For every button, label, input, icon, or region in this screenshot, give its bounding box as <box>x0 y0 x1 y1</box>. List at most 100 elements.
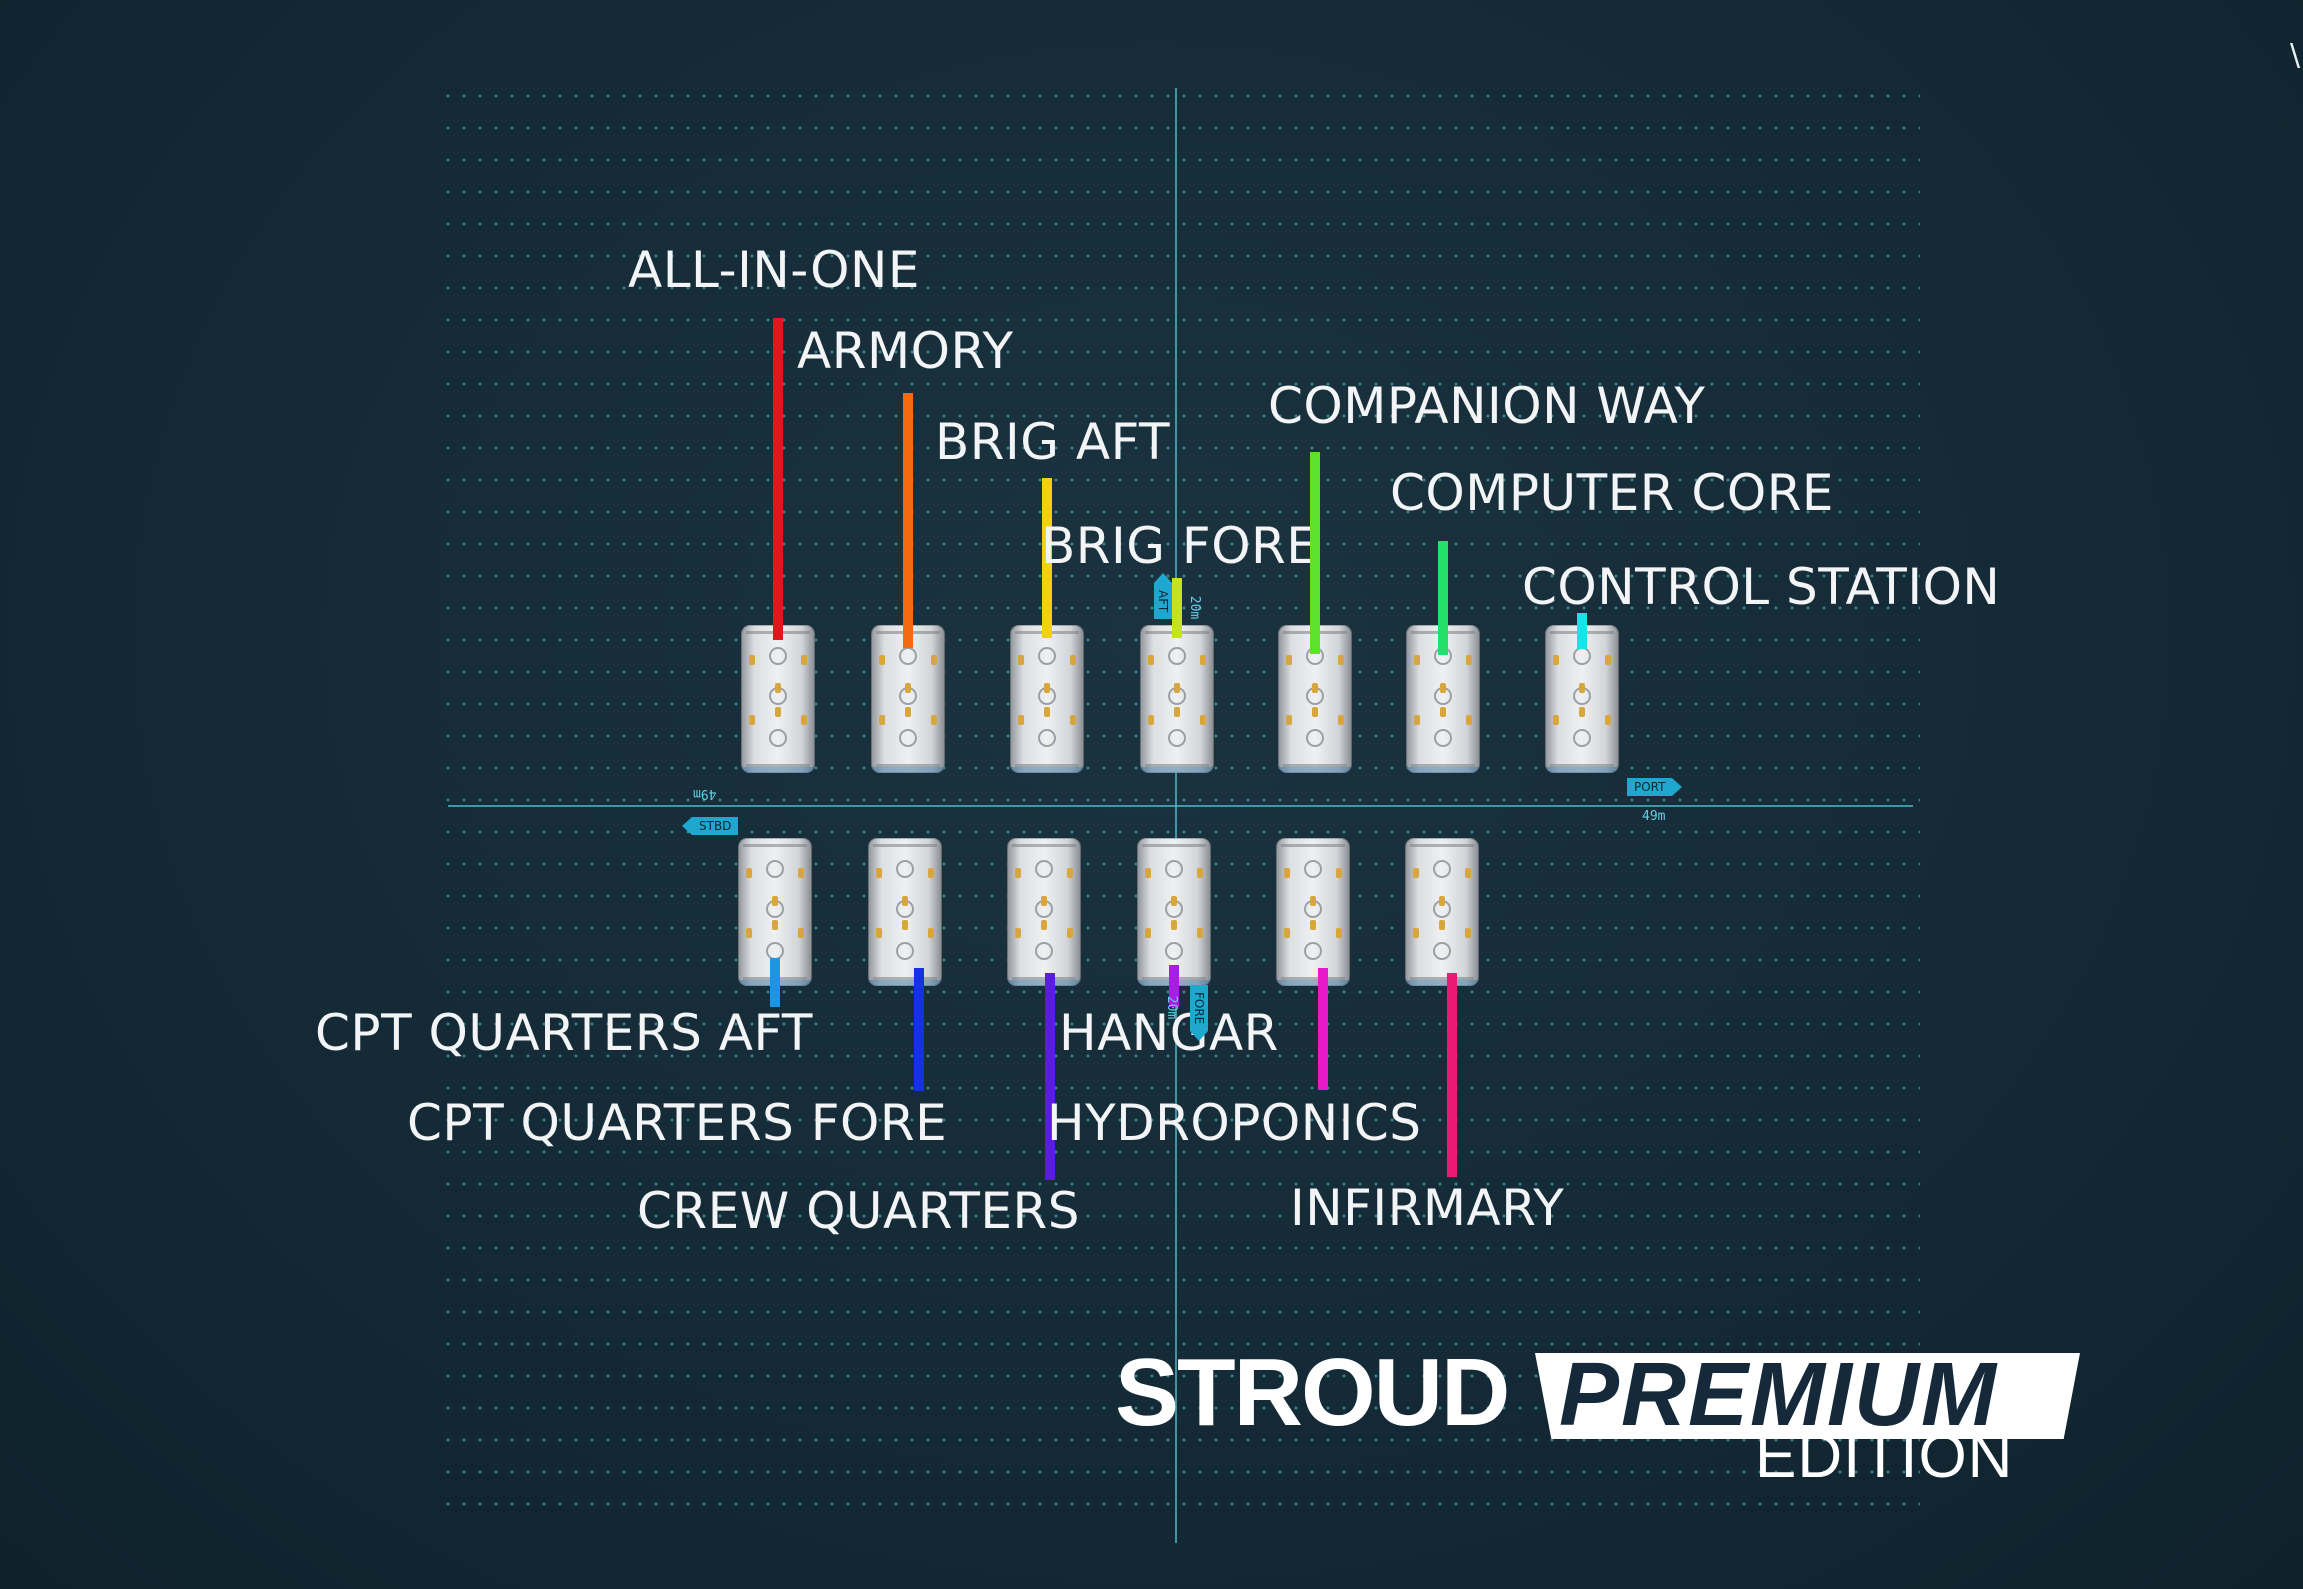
module-lower-5[interactable] <box>1405 838 1479 986</box>
brand-tier: PREMIUM <box>1559 1345 1998 1445</box>
module-lower-2[interactable] <box>1007 838 1081 986</box>
dimension-left-label: 49m <box>693 786 717 801</box>
module-port-icon <box>899 729 917 747</box>
module-light-icon <box>1174 707 1180 717</box>
callout-leader-line <box>1310 452 1320 654</box>
module-port-icon <box>769 729 787 747</box>
module-port-icon <box>1304 860 1322 878</box>
module-port-icon <box>1035 942 1053 960</box>
module-upper-0[interactable] <box>741 625 815 773</box>
dimension-bottom-label: 20m <box>1164 995 1180 1020</box>
module-light-icon <box>1044 707 1050 717</box>
module-light-icon <box>1338 655 1344 665</box>
module-light-icon <box>902 920 908 930</box>
module-light-icon <box>1440 707 1446 717</box>
module-light-icon <box>1015 928 1021 938</box>
callout-label: INFIRMARY <box>1290 1179 1565 1237</box>
module-light-icon <box>801 655 807 665</box>
module-port-icon <box>899 647 917 665</box>
callout-leader-line <box>914 968 924 1091</box>
module-port-icon <box>1433 942 1451 960</box>
module-light-icon <box>1312 683 1318 693</box>
callout-leader-line <box>1447 973 1457 1177</box>
module-light-icon <box>1197 868 1203 878</box>
module-light-icon <box>1286 655 1292 665</box>
module-light-icon <box>1312 707 1318 717</box>
callout-label: HYDROPONICS <box>1047 1094 1422 1152</box>
module-light-icon <box>1284 928 1290 938</box>
module-light-icon <box>1579 683 1585 693</box>
brand-name: STROUD <box>1115 1339 1510 1446</box>
module-port-icon <box>1168 729 1186 747</box>
axis-vertical <box>1175 88 1177 1543</box>
module-light-icon <box>1171 896 1177 906</box>
module-light-icon <box>1200 655 1206 665</box>
module-port-icon <box>1433 860 1451 878</box>
module-lower-1[interactable] <box>868 838 942 986</box>
module-light-icon <box>1018 715 1024 725</box>
module-light-icon <box>1414 655 1420 665</box>
module-light-icon <box>1286 715 1292 725</box>
module-upper-2[interactable] <box>1010 625 1084 773</box>
callout-leader-line <box>1169 965 1179 1007</box>
module-lower-4[interactable] <box>1276 838 1350 986</box>
stbd-direction-tag[interactable]: STBD <box>681 817 739 835</box>
module-light-icon <box>1336 868 1342 878</box>
callout-label: COMPUTER CORE <box>1390 464 1835 522</box>
callout-leader-line <box>1045 973 1055 1180</box>
module-light-icon <box>1465 928 1471 938</box>
module-lower-3[interactable] <box>1137 838 1211 986</box>
module-light-icon <box>1148 715 1154 725</box>
fore-direction-tag[interactable]: FORE <box>1190 985 1208 1042</box>
module-light-icon <box>1553 655 1559 665</box>
module-light-icon <box>1145 928 1151 938</box>
stroud-premium-logo: STROUD PREMIUM EDITION <box>1115 1339 2085 1488</box>
module-port-icon <box>1038 647 1056 665</box>
module-upper-3[interactable] <box>1140 625 1214 773</box>
module-port-icon <box>766 860 784 878</box>
module-light-icon <box>1145 868 1151 878</box>
brand-tier-banner: PREMIUM <box>1535 1353 2080 1439</box>
module-upper-1[interactable] <box>871 625 945 773</box>
module-port-icon <box>1434 729 1452 747</box>
module-light-icon <box>1070 715 1076 725</box>
module-port-icon <box>769 647 787 665</box>
callout-label: CONTROL STATION <box>1522 558 2001 616</box>
module-light-icon <box>1041 920 1047 930</box>
port-direction-tag[interactable]: PORT <box>1627 778 1684 796</box>
module-light-icon <box>1414 715 1420 725</box>
dimension-right-label: 49m <box>1642 809 1666 824</box>
module-light-icon <box>1338 715 1344 725</box>
module-light-icon <box>1044 683 1050 693</box>
module-light-icon <box>928 928 934 938</box>
module-light-icon <box>1465 868 1471 878</box>
module-light-icon <box>775 707 781 717</box>
module-port-icon <box>1165 860 1183 878</box>
module-light-icon <box>876 868 882 878</box>
module-light-icon <box>1413 868 1419 878</box>
module-port-icon <box>1168 647 1186 665</box>
module-upper-4[interactable] <box>1278 625 1352 773</box>
module-light-icon <box>876 928 882 938</box>
module-light-icon <box>1041 896 1047 906</box>
module-light-icon <box>1413 928 1419 938</box>
aft-direction-tag[interactable]: AFT <box>1154 572 1172 620</box>
module-light-icon <box>931 655 937 665</box>
module-light-icon <box>1067 868 1073 878</box>
callout-leader-line <box>903 393 913 648</box>
module-light-icon <box>905 683 911 693</box>
module-port-icon <box>1038 729 1056 747</box>
corner-glyph: \ <box>2290 38 2301 73</box>
module-port-icon <box>1306 729 1324 747</box>
module-light-icon <box>1174 683 1180 693</box>
module-light-icon <box>749 655 755 665</box>
module-light-icon <box>1310 896 1316 906</box>
module-upper-6[interactable] <box>1545 625 1619 773</box>
module-light-icon <box>1336 928 1342 938</box>
module-light-icon <box>905 707 911 717</box>
callout-label: CREW QUARTERS <box>637 1182 1080 1240</box>
callout-leader-line <box>1172 578 1182 638</box>
dimension-top-label: 20m <box>1187 595 1203 620</box>
module-port-icon <box>896 860 914 878</box>
